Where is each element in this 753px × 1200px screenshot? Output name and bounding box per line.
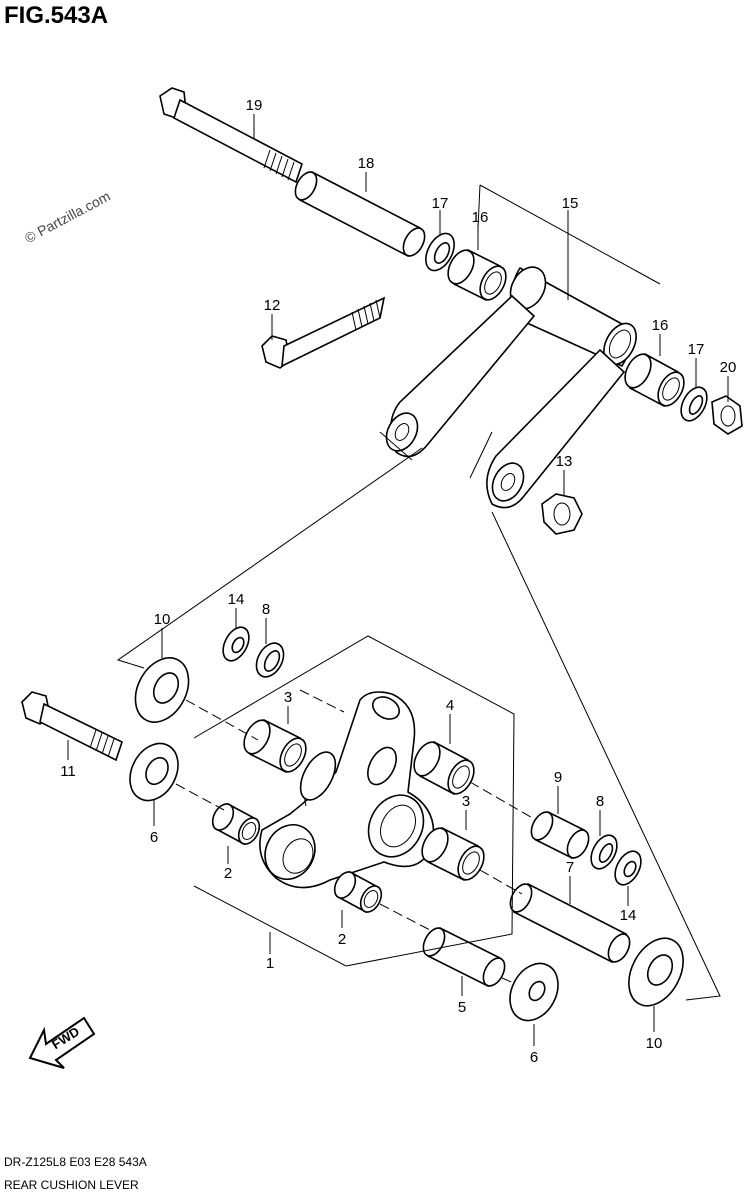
callout-2-upper: 2 — [224, 865, 232, 882]
seal-17-upper — [425, 232, 455, 272]
nut-20 — [711, 395, 743, 435]
bolt-12 — [261, 296, 386, 369]
assembly-outlines — [116, 184, 721, 1001]
spacer-18 — [294, 170, 426, 258]
callout-16-lower: 16 — [652, 317, 669, 334]
washer-14-lower — [614, 850, 642, 886]
callout-4: 4 — [446, 697, 454, 714]
callout-18: 18 — [358, 155, 375, 172]
seal-8-lower — [590, 834, 618, 870]
callout-10-left: 10 — [154, 611, 171, 628]
seal-6-lower — [509, 962, 559, 1022]
washer-14-upper — [222, 626, 250, 662]
callout-14-lower: 14 — [620, 907, 637, 924]
callout-numbers: 19 18 17 16 15 12 16 17 20 13 14 8 10 3 … — [60, 97, 736, 1066]
spacer-5 — [422, 926, 506, 988]
callout-19: 19 — [246, 97, 263, 114]
bearing-3-lower — [421, 826, 485, 882]
bolt-11 — [21, 691, 123, 762]
nut-13 — [541, 493, 583, 535]
bearing-3-upper — [243, 718, 307, 774]
callout-1: 1 — [266, 955, 274, 972]
callout-14-upper: 14 — [228, 591, 245, 608]
spacer-7 — [509, 882, 631, 964]
callout-8-lower: 8 — [596, 793, 604, 810]
bearing-16-upper — [447, 248, 507, 302]
bearing-2-lower — [333, 870, 383, 914]
callout-11: 11 — [60, 763, 76, 780]
fwd-arrow-icon: FWD — [28, 1016, 96, 1069]
callout-3-upper: 3 — [284, 689, 292, 706]
callout-7: 7 — [566, 859, 574, 876]
callout-20: 20 — [720, 359, 737, 376]
callout-6-left: 6 — [150, 829, 158, 846]
bearing-16-lower — [624, 352, 685, 408]
callout-2-lower: 2 — [338, 931, 346, 948]
cushion-lever-1 — [259, 691, 435, 889]
bearing-4 — [413, 740, 475, 796]
bolt-19 — [159, 87, 303, 184]
callout-10-right: 10 — [646, 1035, 663, 1052]
callout-12: 12 — [264, 297, 281, 314]
callout-13: 13 — [556, 453, 573, 470]
leader-lines — [67, 114, 729, 1046]
callout-3-lower: 3 — [462, 793, 470, 810]
cushion-rod-15 — [385, 266, 637, 509]
callout-17-lower: 17 — [688, 341, 705, 358]
spacer-9 — [530, 810, 590, 860]
bearing-2-upper — [211, 802, 261, 846]
diagram-name: REAR CUSHION LEVER — [4, 1178, 139, 1192]
callout-16-upper: 16 — [472, 209, 489, 226]
seal-17-lower — [680, 386, 708, 422]
seal-8-upper — [255, 642, 285, 678]
diagram-code: DR-Z125L8 E03 E28 543A — [4, 1155, 147, 1169]
seal-10-left — [134, 657, 190, 723]
callout-8-upper: 8 — [262, 601, 270, 618]
callout-17-upper: 17 — [432, 195, 449, 212]
callout-9: 9 — [554, 769, 562, 786]
seal-10-right — [628, 937, 684, 1007]
callout-6-lower: 6 — [530, 1049, 538, 1066]
callout-5: 5 — [458, 999, 466, 1016]
seal-6-left — [129, 742, 179, 802]
callout-15: 15 — [562, 195, 579, 212]
figure-title: FIG.543A — [4, 2, 109, 29]
